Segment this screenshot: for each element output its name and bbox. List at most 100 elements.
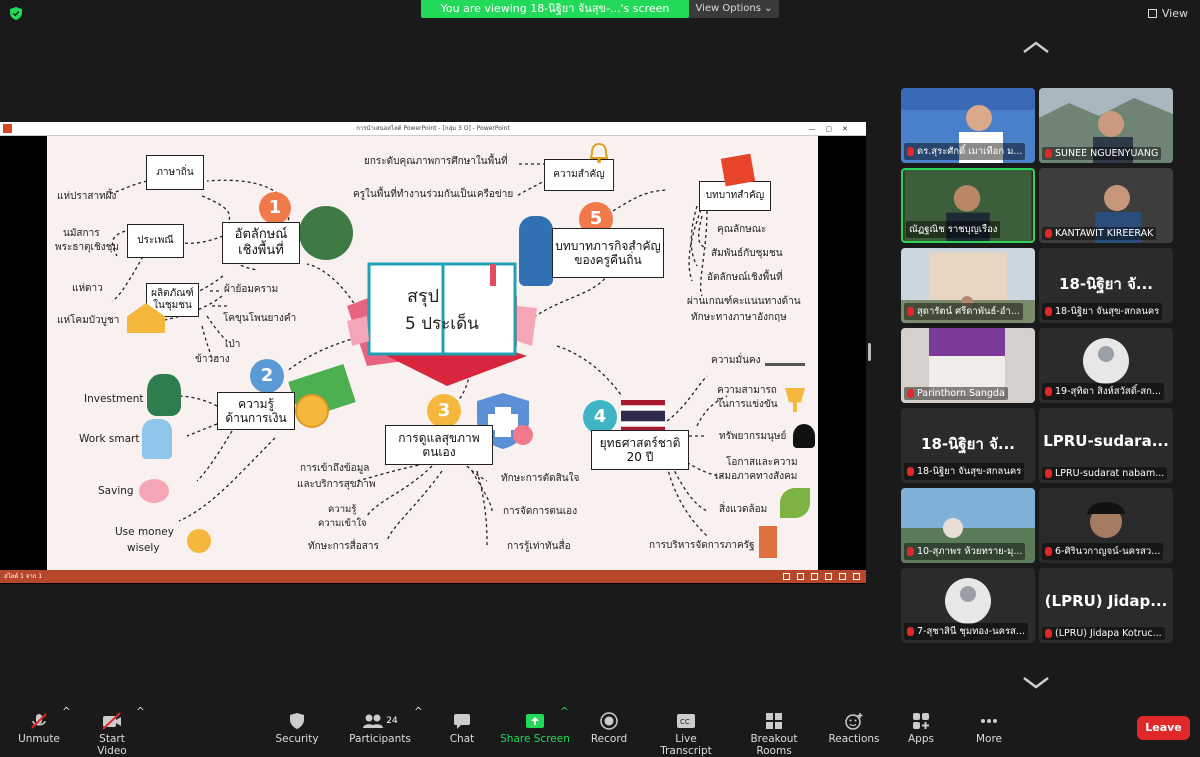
mic-muted-icon <box>1045 629 1052 638</box>
label-characteristics: คุณลักษณะ <box>717 224 767 235</box>
participant-tile[interactable]: 6-ศิรินวกาญจน์-นครสว... <box>1039 488 1173 563</box>
participant-name: ณัฏฐณิช ราชบุญเรือง <box>909 224 998 235</box>
participant-name: 18-นิฐิยา จันสุข-สกลนคร <box>917 466 1022 477</box>
closed-caption-icon: CC <box>677 714 695 728</box>
breakout-rooms-icon <box>766 713 782 729</box>
label-investment: Investment <box>84 393 144 405</box>
participant-tile[interactable]: สุดารัตน์ ศรีดาพันธ์-อำ... <box>901 248 1035 323</box>
mic-muted-icon <box>1045 149 1052 158</box>
slide-canvas: สรุป 5 ประเด็น 1 อัตลักษณ์ เชิงพื้นที่ ภ… <box>47 136 818 570</box>
label-self-management: การจัดการตนเอง <box>503 506 578 517</box>
participant-tile[interactable]: ดร.สุระศักดิ์ เมาเทือก ม... <box>901 88 1035 163</box>
label-use-money-1: Use money <box>115 526 174 538</box>
label-english-1: ผ่านเกณฑ์คะแนนทางด้าน <box>687 296 801 307</box>
branch-2-box: ความรู้ ด้านการเงิน <box>217 392 295 430</box>
participant-display-name: LPRU-sudara... <box>1043 432 1169 450</box>
status-view-icons <box>783 573 860 580</box>
participant-video <box>901 88 1035 163</box>
branch-3-line2: ตนเอง <box>422 445 456 459</box>
label-community: สัมพันธ์กับชุมชน <box>711 248 783 259</box>
record-button[interactable]: Record <box>590 706 628 750</box>
label-knowledge-2: ความเข้าใจ <box>318 518 367 529</box>
participant-tile-active-speaker[interactable]: ณัฏฐณิช ราชบุญเรือง <box>901 168 1035 243</box>
start-video-button[interactable]: Start Video <box>84 706 140 757</box>
chat-button[interactable]: Chat <box>446 706 478 750</box>
branch-1-line1: อัตลักษณ์ <box>234 227 288 243</box>
panel-resize-handle[interactable] <box>868 343 871 361</box>
participant-name: Parinthorn Sangda <box>917 388 1005 399</box>
label-pha-sat: แห่ปราสาทผึ้ง <box>57 191 117 202</box>
mic-muted-icon <box>907 627 914 636</box>
notes-illustration <box>720 153 756 187</box>
participant-tile[interactable]: SUNEE NGUENYUANG <box>1039 88 1173 163</box>
view-label: View <box>1161 7 1188 20</box>
label-compete-1: ความสามารถ <box>717 385 777 396</box>
apps-button[interactable]: Apps <box>904 706 938 750</box>
label-environment: สิ่งแวดล้อม <box>719 504 768 515</box>
center-subtitle: 5 ประเด็น <box>405 314 479 334</box>
svg-text:CC: CC <box>680 718 690 726</box>
label-teacher-network: ครูในพื้นที่ทำงานร่วมกันเป็นเครือข่าย <box>353 189 514 200</box>
more-dots-icon <box>981 719 997 723</box>
branch-5-box: บทบาทภารกิจสำคัญ ของครูคืนถิ่น <box>552 228 664 278</box>
participant-tile[interactable]: KANTAWIT KIREERAK <box>1039 168 1173 243</box>
mic-muted-icon <box>1045 229 1052 238</box>
participant-name: ดร.สุระศักดิ์ เมาเทือก ม... <box>917 146 1023 157</box>
audio-options-caret-icon[interactable]: ^ <box>62 706 71 718</box>
participant-name: 6-ศิรินวกาญจน์-นครสว... <box>1055 546 1161 557</box>
breakout-rooms-button[interactable]: Breakout Rooms <box>734 706 814 757</box>
share-screen-caret-icon[interactable]: ^ <box>560 706 569 718</box>
branch-2-line1: ความรู้ <box>238 396 274 411</box>
share-screen-button[interactable]: Share Screen <box>500 706 570 750</box>
participant-tile[interactable]: 10-สุภาพร ห้วยทราย-มุ... <box>901 488 1035 563</box>
label-access-1: การเข้าถึงข้อมูล <box>300 463 370 474</box>
video-off-icon <box>102 712 121 730</box>
label-pao: เป่า <box>225 339 241 350</box>
participant-tile[interactable]: (LPRU) Jidap... (LPRU) Jidapa Kotruc... <box>1039 568 1173 643</box>
record-label: Record <box>590 733 628 745</box>
participant-tile[interactable]: Parinthorn Sangda <box>901 328 1035 403</box>
participant-tile[interactable]: 19-สุทิดา สิงห์สวัสดิ์-สก... <box>1039 328 1173 403</box>
branch-3-number: 3 <box>427 394 461 428</box>
chevron-down-icon[interactable] <box>1022 675 1050 689</box>
label-raise-quality: ยกระดับคุณภาพการศึกษาในพื้นที่ <box>364 156 508 167</box>
video-options-caret-icon[interactable]: ^ <box>136 706 145 718</box>
participant-tile[interactable]: 18-นิฐิยา จั... 18-นิฐิยา จันสุข-สกลนคร <box>1039 248 1173 323</box>
view-button[interactable]: View <box>1147 7 1188 20</box>
avatar-placeholder-icon <box>945 578 991 624</box>
participants-caret-icon[interactable]: ^ <box>414 706 423 718</box>
participant-tile[interactable]: LPRU-sudara... LPRU-sudarat nabam... <box>1039 408 1173 483</box>
security-button[interactable]: Security <box>274 706 320 750</box>
chevron-up-icon[interactable] <box>1022 40 1050 54</box>
unmute-button[interactable]: Unmute <box>14 706 64 750</box>
powerpoint-window-title: การนำเสนอสไลด์ PowerPoint - [กลุ่ม 3 O] … <box>356 125 510 132</box>
participant-video <box>901 488 1035 563</box>
branch-3-line1: การดูแลสุขภาพ <box>398 430 480 445</box>
live-transcript-button[interactable]: CC Live Transcript <box>650 706 722 757</box>
powerpoint-logo-icon <box>3 124 12 133</box>
person-icon <box>793 424 815 448</box>
more-button[interactable]: More <box>972 706 1006 750</box>
participant-tile[interactable]: 18-นิฐิยา จั... 18-นิฐิยา จันสุข-สกลนคร <box>901 408 1035 483</box>
branch-4-line2: 20 ปี <box>626 450 654 464</box>
reactions-button[interactable]: Reactions <box>828 706 880 750</box>
plant-icon <box>780 488 810 518</box>
branch-3-box: การดูแลสุขภาพ ตนเอง <box>385 425 493 465</box>
tradition-box: ประเพณี <box>127 224 184 258</box>
branch-1-box: อัตลักษณ์ เชิงพื้นที่ <box>222 222 300 264</box>
view-options-button[interactable]: View Options ⌄ <box>689 0 779 18</box>
participant-tile[interactable]: 7-สุชาสินี ชุมทอง-นครส... <box>901 568 1035 643</box>
shared-screen: การนำเสนอสไลด์ PowerPoint - [กลุ่ม 3 O] … <box>0 122 866 584</box>
key-roles-box: บทบาทสำคัญ <box>699 181 771 211</box>
label-english-2: ทักษะทางภาษาอังกฤษ <box>691 312 787 323</box>
piggy-bank-icon <box>139 479 169 503</box>
label-security: ความมั่นคง <box>711 355 761 366</box>
mic-off-icon <box>31 713 47 729</box>
leave-button[interactable]: Leave <box>1137 716 1190 740</box>
branch-1-number: 1 <box>259 192 291 224</box>
meeting-toolbar: Unmute ^ Start Video ^ Security 24 Parti… <box>0 706 1200 757</box>
label-area-identity: อัตลักษณ์เชิงพื้นที่ <box>707 272 783 283</box>
participants-button[interactable]: 24 Participants <box>348 706 412 750</box>
branch-2-line2: ด้านการเงิน <box>225 411 287 425</box>
label-knowledge-1: ความรู้ <box>328 504 357 515</box>
